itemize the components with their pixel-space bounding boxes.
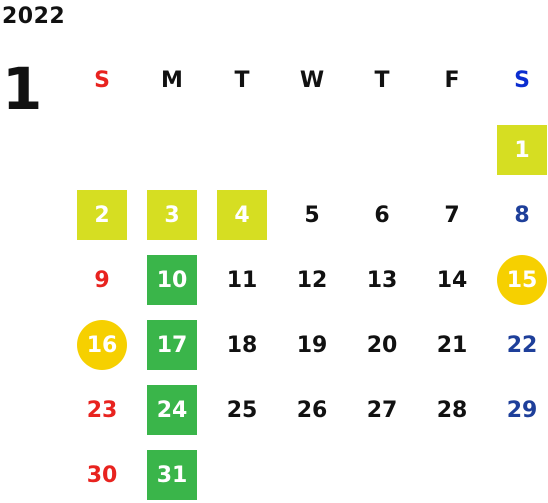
day-18[interactable]: 18 [226, 332, 258, 358]
day-23[interactable]: 23 [86, 397, 118, 423]
day-13[interactable]: 13 [366, 267, 398, 293]
day-3[interactable]: 3 [147, 190, 197, 240]
weekday-header-saturday: S [514, 67, 530, 93]
year-label: 2022 [2, 4, 66, 29]
day-9[interactable]: 9 [94, 267, 110, 293]
day-7[interactable]: 7 [444, 202, 460, 228]
day-28[interactable]: 28 [436, 397, 468, 423]
weekday-header-sunday: S [94, 67, 110, 93]
weekday-header-tuesday: T [234, 67, 250, 93]
weekday-header-friday: F [444, 67, 460, 93]
weekday-header-wednesday: W [299, 67, 325, 93]
day-6[interactable]: 6 [374, 202, 390, 228]
day-20[interactable]: 20 [366, 332, 398, 358]
day-4[interactable]: 4 [217, 190, 267, 240]
day-17[interactable]: 17 [147, 320, 197, 370]
day-11[interactable]: 11 [226, 267, 258, 293]
day-15[interactable]: 15 [497, 255, 547, 305]
month-number: 1 [2, 55, 43, 123]
day-22[interactable]: 22 [506, 332, 538, 358]
day-19[interactable]: 19 [296, 332, 328, 358]
weekday-header-monday: M [161, 67, 183, 93]
day-14[interactable]: 14 [436, 267, 468, 293]
day-31[interactable]: 31 [147, 450, 197, 500]
day-12[interactable]: 12 [296, 267, 328, 293]
day-26[interactable]: 26 [296, 397, 328, 423]
day-30[interactable]: 30 [86, 462, 118, 488]
weekday-header-thursday: T [374, 67, 390, 93]
day-24[interactable]: 24 [147, 385, 197, 435]
day-8[interactable]: 8 [514, 202, 530, 228]
day-25[interactable]: 25 [226, 397, 258, 423]
day-10[interactable]: 10 [147, 255, 197, 305]
day-29[interactable]: 29 [506, 397, 538, 423]
day-16[interactable]: 16 [77, 320, 127, 370]
day-5[interactable]: 5 [304, 202, 320, 228]
day-27[interactable]: 27 [366, 397, 398, 423]
day-2[interactable]: 2 [77, 190, 127, 240]
day-1[interactable]: 1 [497, 125, 547, 175]
day-21[interactable]: 21 [436, 332, 468, 358]
